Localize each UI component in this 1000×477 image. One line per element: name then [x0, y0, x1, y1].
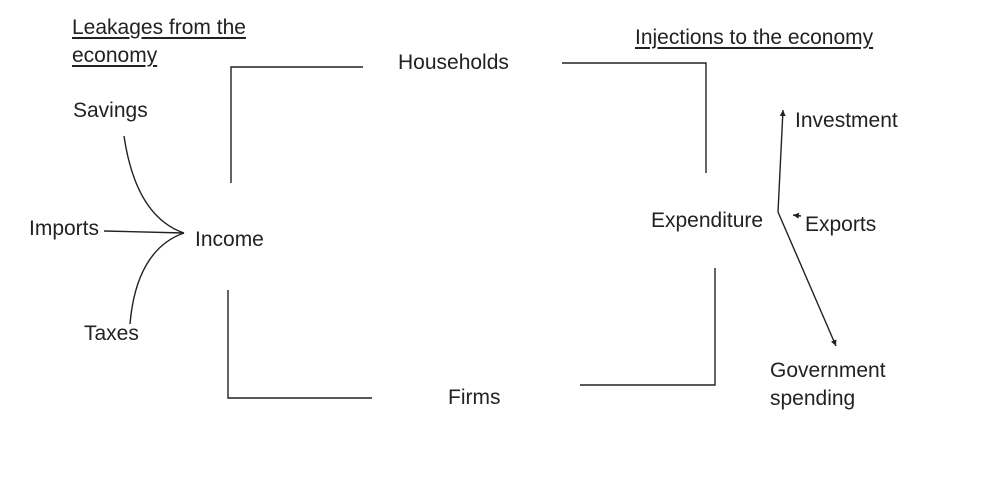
- income-to-households-line: [230, 66, 363, 183]
- leakages-heading-line-2: economy: [72, 44, 158, 67]
- exports-injection-arrow: [792, 212, 802, 219]
- government-spending-label-line-2: spending: [770, 387, 856, 410]
- income-to-firms-line: [227, 290, 372, 399]
- expenditure-label: Expenditure: [651, 209, 764, 232]
- injections-heading: Injections to the economy: [635, 26, 874, 49]
- government-spending-label-line-1: Government: [770, 359, 886, 382]
- households-label: Households: [398, 51, 509, 74]
- taxes-label: Taxes: [84, 322, 139, 345]
- leakages-heading-line-1: Leakages from the: [72, 16, 246, 39]
- imports-leakage-line: [103, 230, 185, 234]
- expenditure-to-firms-line: [580, 268, 716, 386]
- firms-label: Firms: [448, 386, 501, 409]
- investment-label: Investment: [795, 109, 898, 132]
- taxes-leakage-curve: [129, 232, 185, 325]
- savings-leakage-curve: [123, 135, 185, 234]
- investment-injection-arrow: [777, 109, 786, 213]
- government-spending-injection-arrow: [777, 211, 837, 347]
- exports-label: Exports: [805, 213, 877, 236]
- households-to-expenditure-line: [562, 62, 707, 173]
- savings-label: Savings: [73, 99, 148, 122]
- imports-label: Imports: [29, 217, 100, 240]
- income-label: Income: [195, 228, 264, 251]
